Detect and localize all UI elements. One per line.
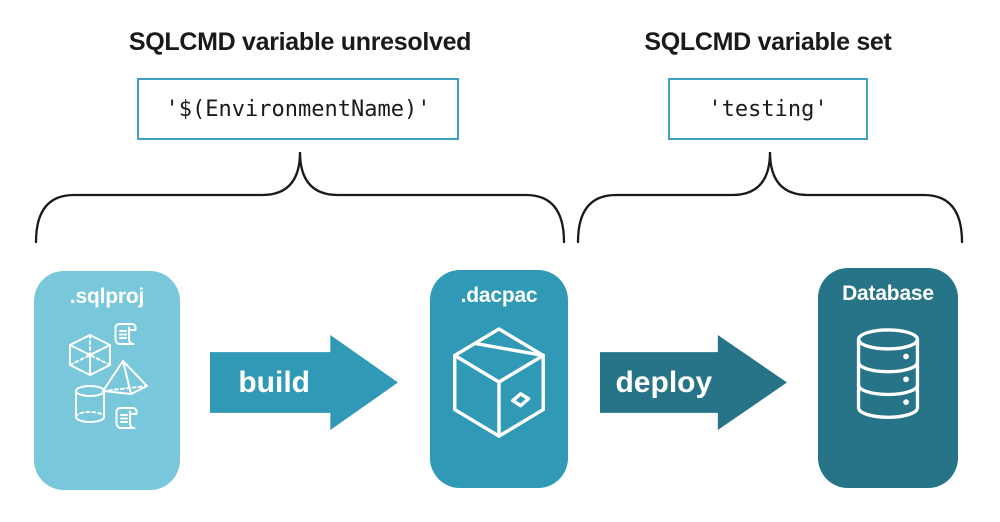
build-arrow-label: build — [238, 365, 310, 399]
build-arrow: build — [210, 335, 398, 430]
database-cylinder-icon — [856, 328, 920, 419]
pyramid-icon — [102, 360, 148, 395]
curly-brace-right — [576, 151, 964, 244]
deploy-arrow: deploy — [600, 335, 787, 430]
node-dacpac-label: .dacpac — [460, 284, 538, 307]
sql-objects-icons — [69, 323, 148, 429]
scroll-icon — [115, 407, 138, 429]
heading-sqlcmd-unresolved: SQLCMD variable unresolved — [128, 28, 472, 56]
cube-icon — [69, 334, 111, 376]
deploy-arrow-label: deploy — [615, 365, 713, 399]
curly-brace-left — [34, 151, 566, 244]
code-value-testing: 'testing' — [708, 96, 828, 122]
package-box-icon — [453, 327, 545, 438]
node-database-label: Database — [842, 282, 934, 305]
code-box-environment-name: '$(EnvironmentName)' — [137, 78, 459, 140]
node-database: Database — [818, 268, 958, 488]
code-value-environment-name: '$(EnvironmentName)' — [165, 96, 431, 122]
node-sqlproj-label: .sqlproj — [69, 285, 145, 308]
scroll-icon — [114, 323, 137, 345]
code-box-testing: 'testing' — [668, 78, 868, 140]
node-dacpac: .dacpac — [430, 270, 568, 488]
cylinder-icon — [75, 385, 105, 423]
node-sqlproj: .sqlproj — [34, 271, 180, 490]
heading-sqlcmd-set: SQLCMD variable set — [644, 28, 892, 56]
